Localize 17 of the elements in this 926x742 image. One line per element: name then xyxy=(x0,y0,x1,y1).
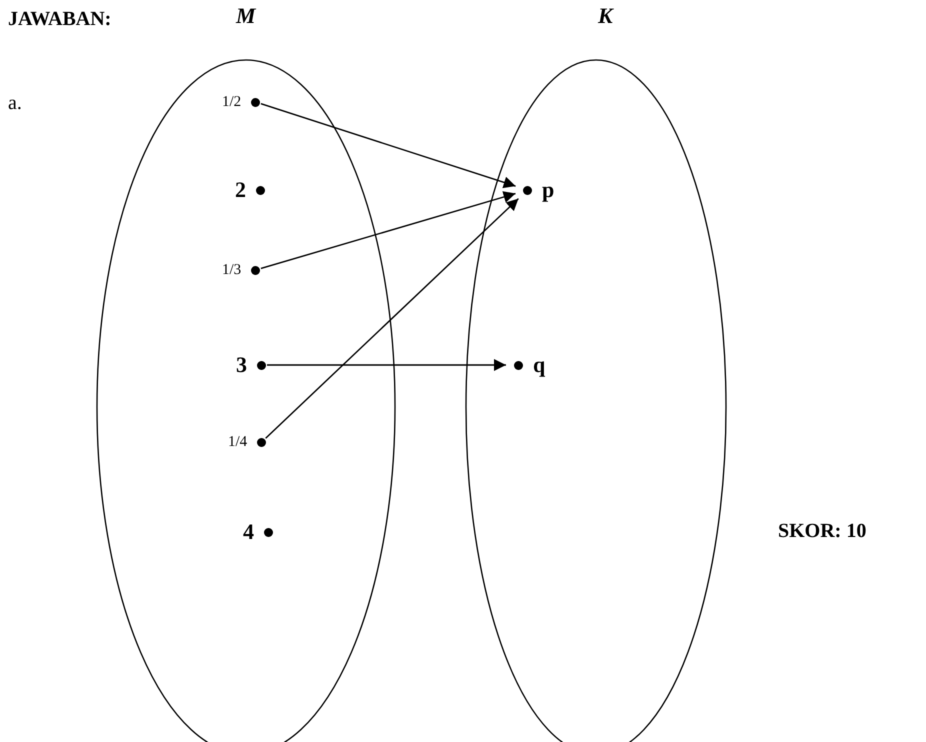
arrow xyxy=(265,198,519,439)
arrow xyxy=(260,103,516,188)
element-label: 3 xyxy=(236,353,247,377)
element-label: 1/2 xyxy=(222,93,242,112)
element-label: 1/4 xyxy=(228,433,248,452)
set-label: K xyxy=(598,4,613,28)
element-label: 4 xyxy=(243,520,254,544)
element-label: 1/3 xyxy=(222,261,242,280)
element-label: p xyxy=(542,178,554,202)
item-marker: a. xyxy=(8,92,22,115)
element-label: q xyxy=(533,353,546,377)
heading-text: JAWABAN: xyxy=(8,8,112,31)
arrow xyxy=(260,191,516,270)
set-label: M xyxy=(236,4,256,28)
arrow xyxy=(267,359,506,371)
heading-text: SKOR: 10 xyxy=(778,520,866,543)
element-label: 2 xyxy=(235,178,246,202)
